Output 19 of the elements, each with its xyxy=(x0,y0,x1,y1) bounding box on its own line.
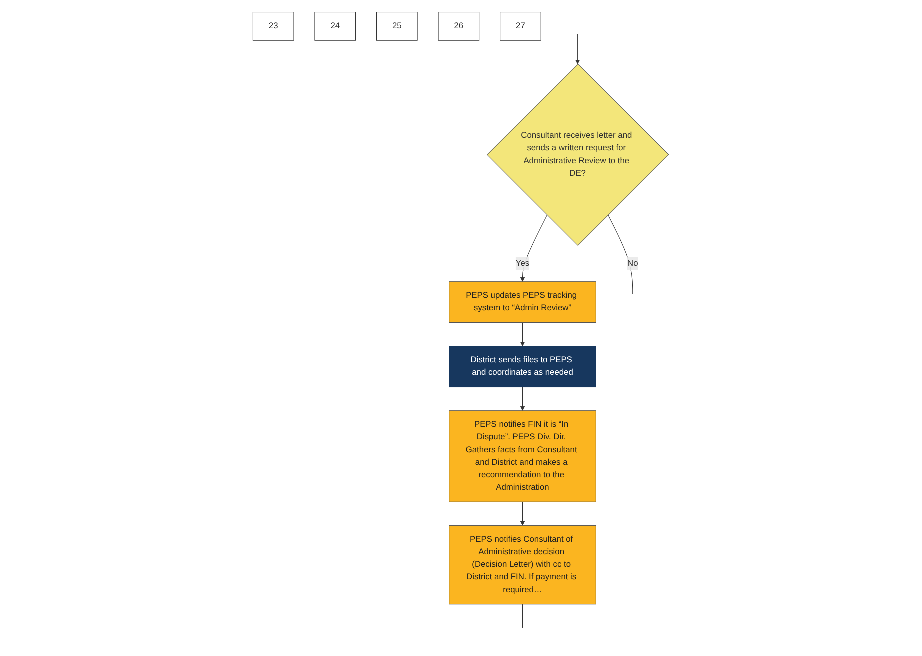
arrow xyxy=(576,34,580,64)
node-box: District sends files to PEPS and coordinates as needed xyxy=(449,346,596,388)
connector xyxy=(608,214,634,295)
arrow xyxy=(520,502,526,526)
arrow xyxy=(520,322,526,347)
node-box: 27 xyxy=(500,12,542,41)
node-box: 26 xyxy=(438,12,480,41)
edge-label: No xyxy=(628,259,638,268)
arrow xyxy=(520,214,548,282)
node-diamond: Consultant receives letter and sends a written request for Administrative Review to the DE? xyxy=(486,64,670,246)
node-box: PEPS updates PEPS tracking system to “Admin Review” xyxy=(449,282,596,324)
connector xyxy=(522,604,524,628)
node-box: 25 xyxy=(376,12,418,41)
node-box: 24 xyxy=(314,12,356,41)
node-box: PEPS notifies Consultant of Administrative decision (Decision Letter) with cc to District and FIN. If payment is required… xyxy=(449,525,596,605)
node-box: PEPS notifies FIN it is “In Dispute”. PEPS Div. Dir. Gathers facts from Consultant and District and makes a recommendation to the Administration xyxy=(449,410,596,502)
edge-label: Yes xyxy=(516,259,530,268)
arrow xyxy=(520,387,526,412)
node-box: 23 xyxy=(252,12,294,41)
